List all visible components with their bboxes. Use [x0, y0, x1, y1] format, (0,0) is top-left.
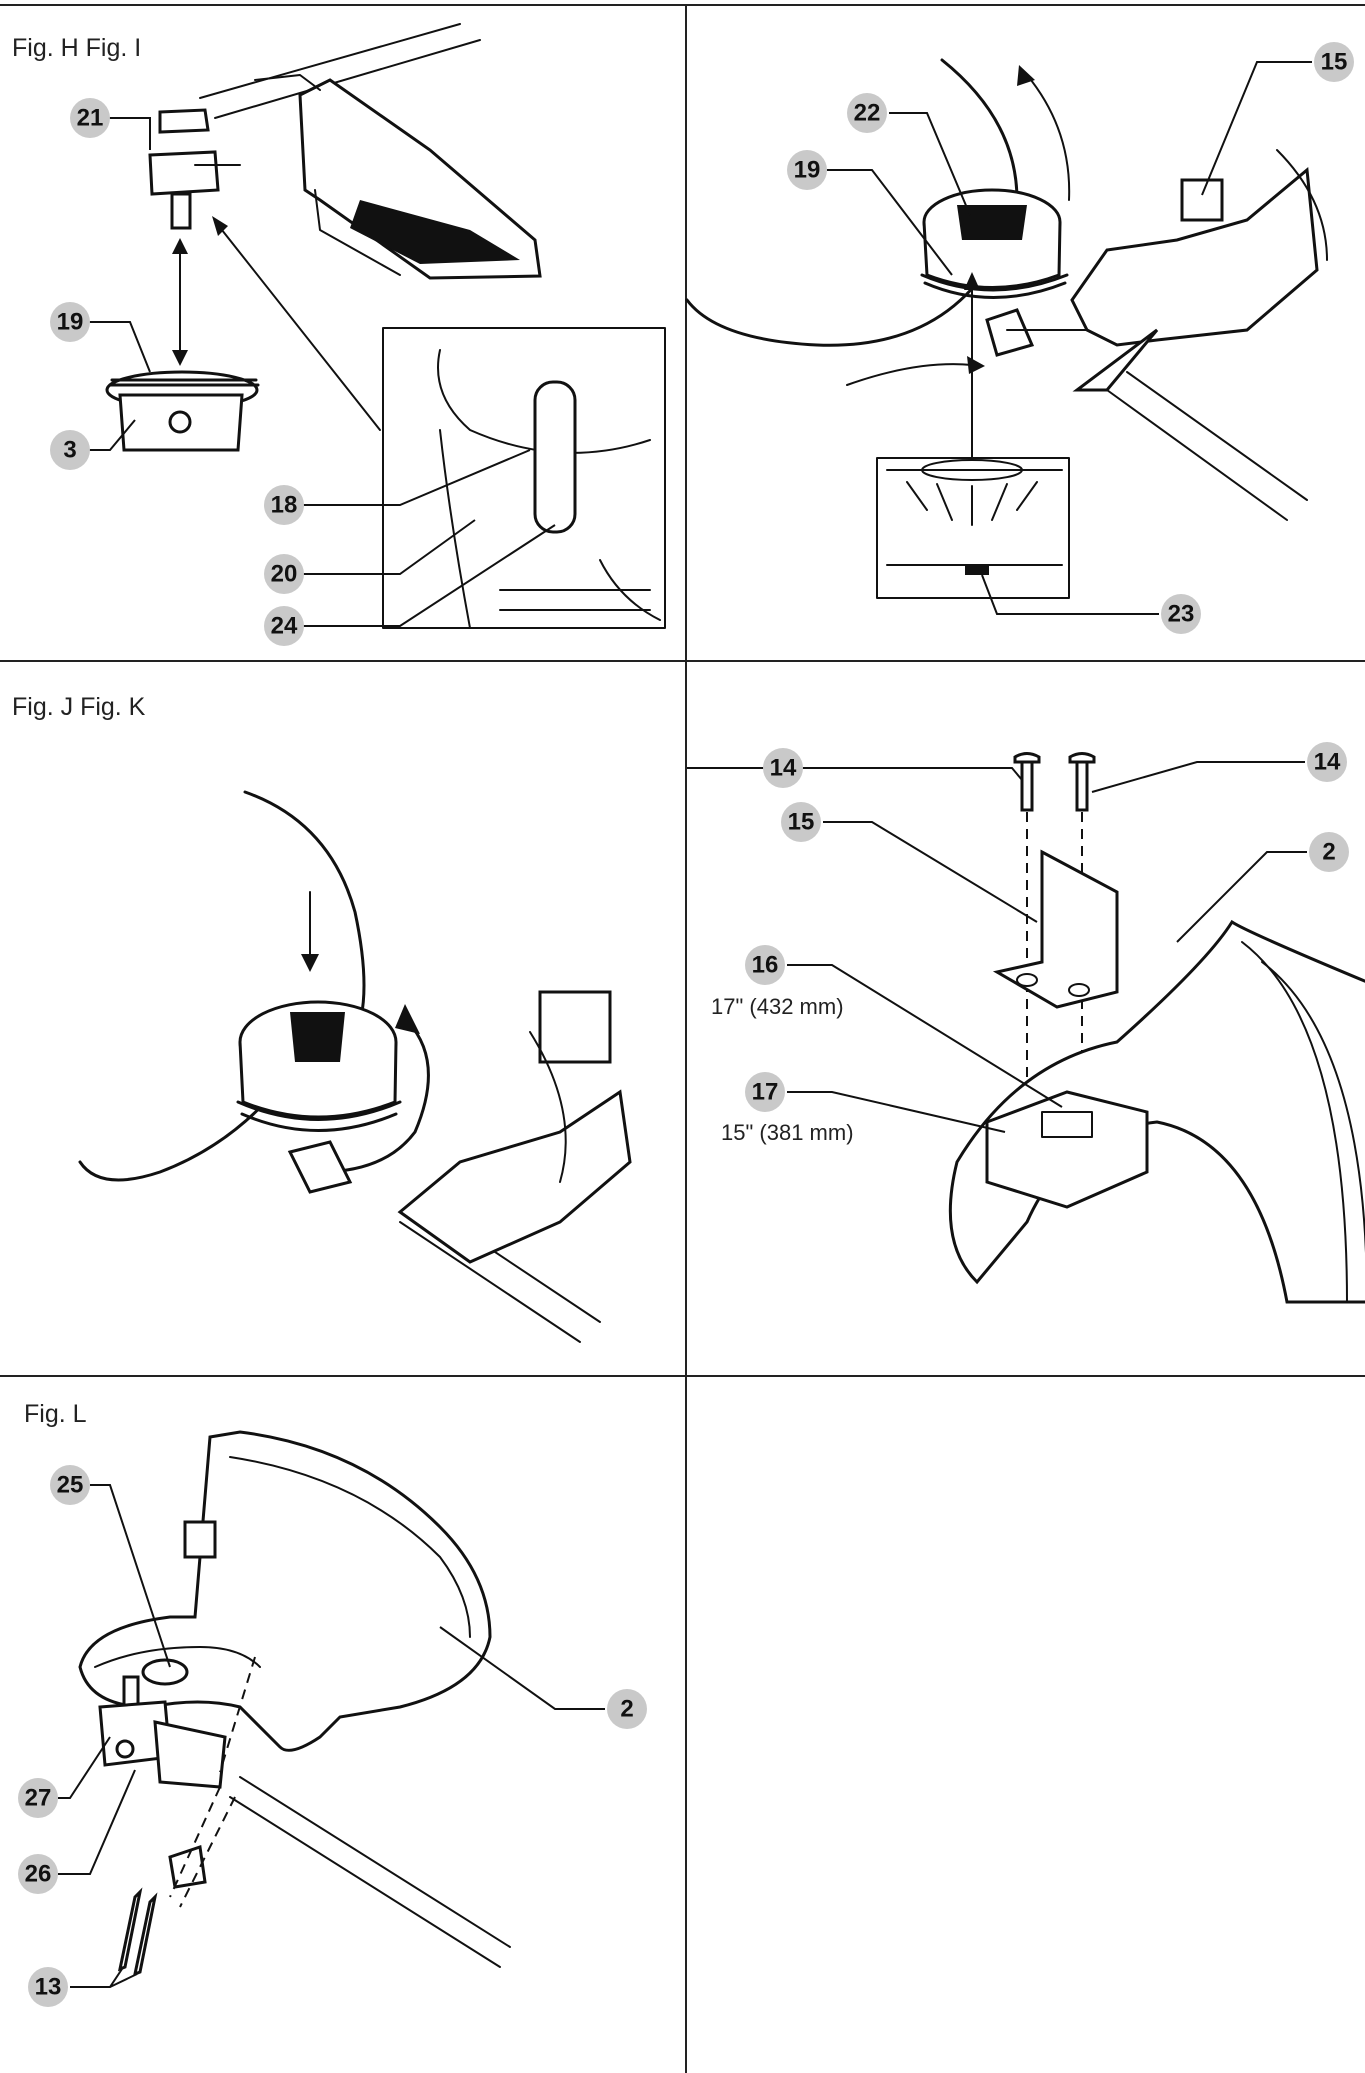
callout-bubble-20: [264, 554, 304, 594]
callout-bubble-2-l: [607, 1689, 647, 1729]
callout-bubble-15-k: [781, 802, 821, 842]
callout-bubble-15-i: [1314, 42, 1354, 82]
callout-bubble-2-k: [1309, 832, 1349, 872]
callout-bubble-21: [70, 98, 110, 138]
figure-h-diagram: 21 19 3 18 20 24: [50, 23, 666, 646]
row-rule-2: [0, 1375, 1365, 1377]
callout-15-k: 15: [788, 809, 815, 836]
callout-bubble-14-right: [1307, 742, 1347, 782]
callout-bubble-17: [745, 1072, 785, 1112]
callout-14-right: 14: [1314, 749, 1341, 776]
callout-2-l: 2: [620, 1696, 633, 1723]
figure-l-diagram: 25 2 27 26 13: [18, 1430, 647, 2007]
callout-25: 25: [57, 1472, 84, 1499]
callout-bubble-16: [745, 945, 785, 985]
callout-bubble-13: [28, 1967, 68, 2007]
callout-2-k: 2: [1322, 839, 1335, 866]
callout-13: 13: [35, 1974, 62, 2001]
callout-22: 22: [854, 100, 881, 127]
callout-27: 27: [25, 1785, 52, 1812]
callout-23: 23: [1168, 601, 1195, 628]
callout-bubble-23: [1161, 594, 1201, 634]
figure-i-diagram: 22 19 15 23: [685, 42, 1354, 634]
figure-k-diagram: 14 14 15 2 16 17" (432 mm) 17 15" (381 m…: [687, 742, 1365, 1304]
callout-bubble-26: [18, 1854, 58, 1894]
callout-bubble-22: [847, 93, 887, 133]
callout-18: 18: [271, 492, 298, 519]
callout-3: 3: [63, 437, 76, 464]
callout-bubble-19-h: [50, 302, 90, 342]
callout-bubble-3: [50, 430, 90, 470]
figure-title-l: Fig. L: [24, 1400, 87, 1428]
callout-bubble-19-i: [787, 150, 827, 190]
figure-j-diagram: [78, 790, 632, 1343]
callout-bubble-14-left: [763, 748, 803, 788]
callout-bubble-24: [264, 606, 304, 646]
callout-14-left: 14: [770, 755, 797, 782]
callout-26: 26: [25, 1861, 52, 1888]
callout-20: 20: [271, 561, 298, 588]
callout-24: 24: [271, 613, 298, 640]
vertical-rule: [685, 4, 687, 2073]
callout-17: 17: [752, 1079, 779, 1106]
callout-16: 16: [752, 952, 779, 979]
callout-21: 21: [77, 105, 104, 132]
figure-title-j-k: Fig. J Fig. K: [12, 693, 146, 721]
callout-19-h: 19: [57, 309, 84, 336]
callout-19-i: 19: [794, 157, 821, 184]
dimension-15-inch: 15" (381 mm): [721, 1120, 854, 1145]
callout-bubble-25: [50, 1465, 90, 1505]
row-rule-1: [0, 660, 1365, 662]
callout-15-i: 15: [1321, 49, 1348, 76]
top-rule: [0, 4, 1365, 6]
dimension-17-inch: 17" (432 mm): [711, 994, 844, 1019]
callout-bubble-27: [18, 1778, 58, 1818]
callout-bubble-18: [264, 485, 304, 525]
figure-title-h-i: Fig. H Fig. I: [12, 34, 142, 62]
